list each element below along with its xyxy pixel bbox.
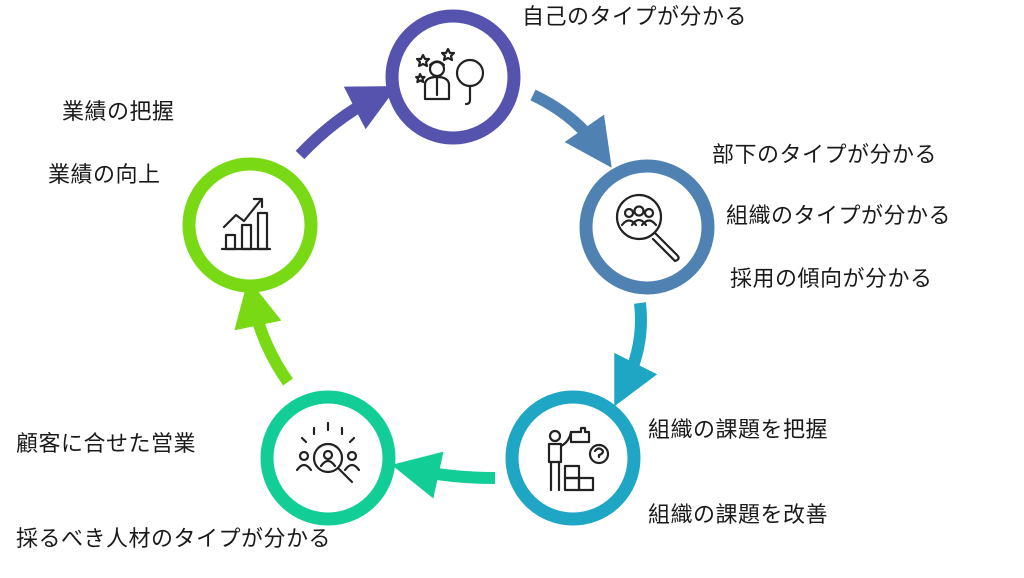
person-stars-magnifier-icon <box>415 47 485 106</box>
people-magnifier-icon <box>615 193 680 263</box>
growth-chart-icon <box>220 197 272 251</box>
label-org-1: 組織の課題を把握 <box>648 418 829 443</box>
label-subordinate-2: 組織のタイプが分かる <box>726 204 952 229</box>
arrow-self-to-subordinate <box>530 89 612 168</box>
arrow-org-to-sales <box>391 451 496 499</box>
label-sales-2: 採るべき人材のタイプが分かる <box>16 527 332 552</box>
node-org <box>505 390 641 526</box>
label-subordinate-3: 採用の傾向が分かる <box>730 267 933 292</box>
label-sales-1: 顧客に合せた営業 <box>16 432 197 457</box>
label-performance-1: 業績の把握 <box>62 100 175 125</box>
node-subordinate <box>579 159 715 295</box>
arrow-sales-to-performance <box>234 278 293 386</box>
label-performance-2: 業績の向上 <box>48 163 161 188</box>
arrows <box>234 86 658 499</box>
label-subordinate-1: 部下のタイプが分かる <box>712 143 938 168</box>
ring-org <box>505 390 641 526</box>
arrow-performance-to-self <box>295 86 398 160</box>
ring-self <box>385 9 521 145</box>
label-self-1: 自己のタイプが分かる <box>522 5 748 30</box>
node-self <box>385 9 521 145</box>
ring-subordinate <box>579 159 715 295</box>
customer-target-icon <box>295 421 361 484</box>
person-puzzle-question-icon <box>547 426 610 492</box>
label-org-2: 組織の課題を改善 <box>648 503 829 528</box>
arrow-subordinate-to-org <box>614 302 658 407</box>
